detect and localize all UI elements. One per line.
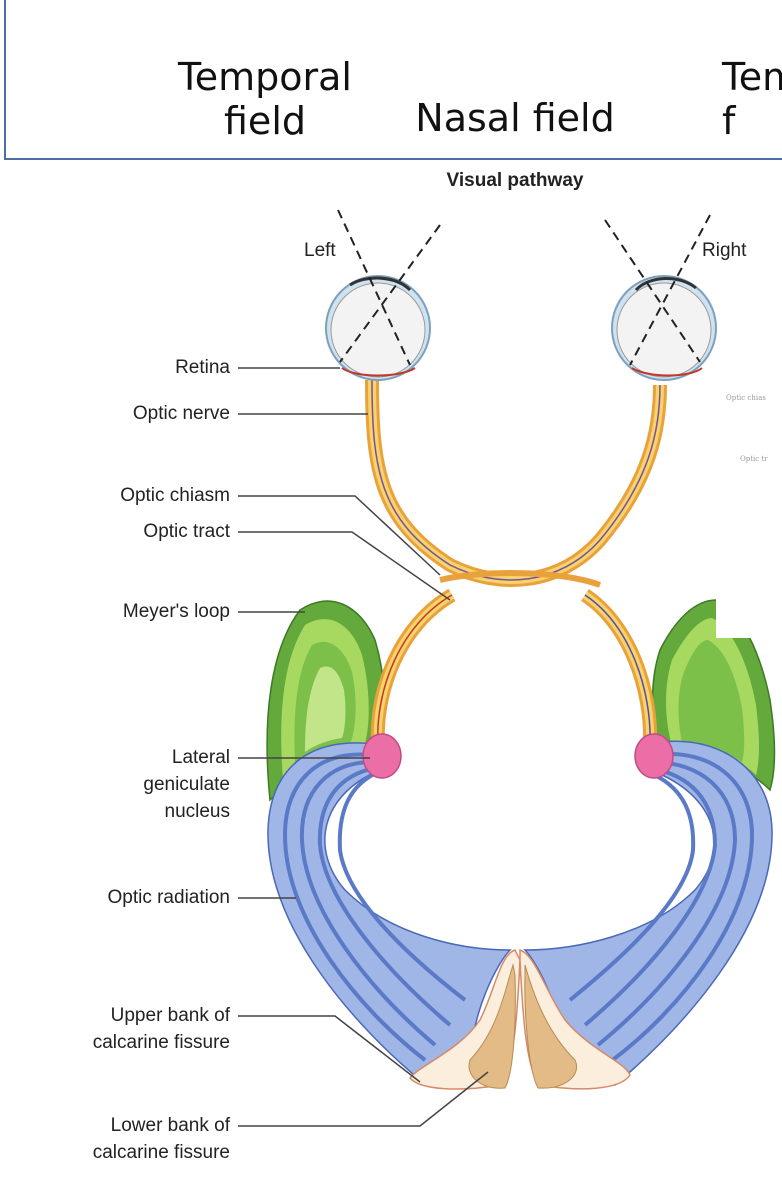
label-meyers-loop: Meyer's loop bbox=[122, 601, 230, 622]
label-lower-bank: Lower bank of calcarine fissure bbox=[93, 1112, 230, 1166]
label-leader-lines bbox=[238, 367, 489, 1127]
header-frame bbox=[4, 0, 782, 160]
label-optic-radiation: Optic radiation bbox=[107, 887, 230, 908]
diagram-title: Visual pathway bbox=[446, 170, 584, 191]
lgn-right bbox=[634, 733, 674, 779]
label-lgn-line-3: nucleus bbox=[164, 801, 231, 822]
label-optic-tract: Optic tract bbox=[143, 521, 230, 542]
tiny-label-optic-tract: Optic tr bbox=[740, 455, 768, 463]
temporal-field-label: Temporal field bbox=[178, 55, 352, 143]
label-optic-chiasm: Optic chiasm bbox=[120, 485, 230, 506]
tiny-label-optic-chiasm: Optic chias bbox=[726, 394, 766, 402]
label-upper-bank-line-1: Upper bank of bbox=[110, 1005, 230, 1026]
left-eye-label: Left bbox=[304, 240, 336, 261]
label-optic-nerve: Optic nerve bbox=[132, 403, 230, 424]
label-upper-bank: Upper bank of calcarine fissure bbox=[93, 1002, 230, 1056]
optic-nerves-and-tracts bbox=[365, 379, 667, 746]
label-lgn: Lateral geniculate nucleus bbox=[143, 744, 230, 825]
meyers-loop-right bbox=[651, 598, 782, 792]
label-lower-bank-line-1: Lower bank of bbox=[110, 1115, 230, 1136]
label-lgn-line-2: geniculate bbox=[143, 774, 230, 795]
visual-field-rays bbox=[337, 209, 711, 366]
optic-radiation bbox=[267, 740, 773, 1086]
label-retina: Retina bbox=[175, 357, 230, 378]
label-upper-bank-line-2: calcarine fissure bbox=[92, 1032, 230, 1053]
calcarine-fissure bbox=[409, 948, 631, 1090]
label-lgn-line-1: Lateral bbox=[171, 747, 230, 768]
lgn-left bbox=[362, 733, 402, 779]
label-lower-bank-line-2: calcarine fissure bbox=[92, 1142, 230, 1163]
right-eye-icon bbox=[611, 275, 717, 381]
left-eye-icon bbox=[325, 275, 431, 381]
temporal-field-label-right: Tem f bbox=[722, 55, 782, 143]
nasal-field-label: Nasal field bbox=[415, 96, 615, 140]
right-eye-label: Right bbox=[702, 240, 747, 261]
